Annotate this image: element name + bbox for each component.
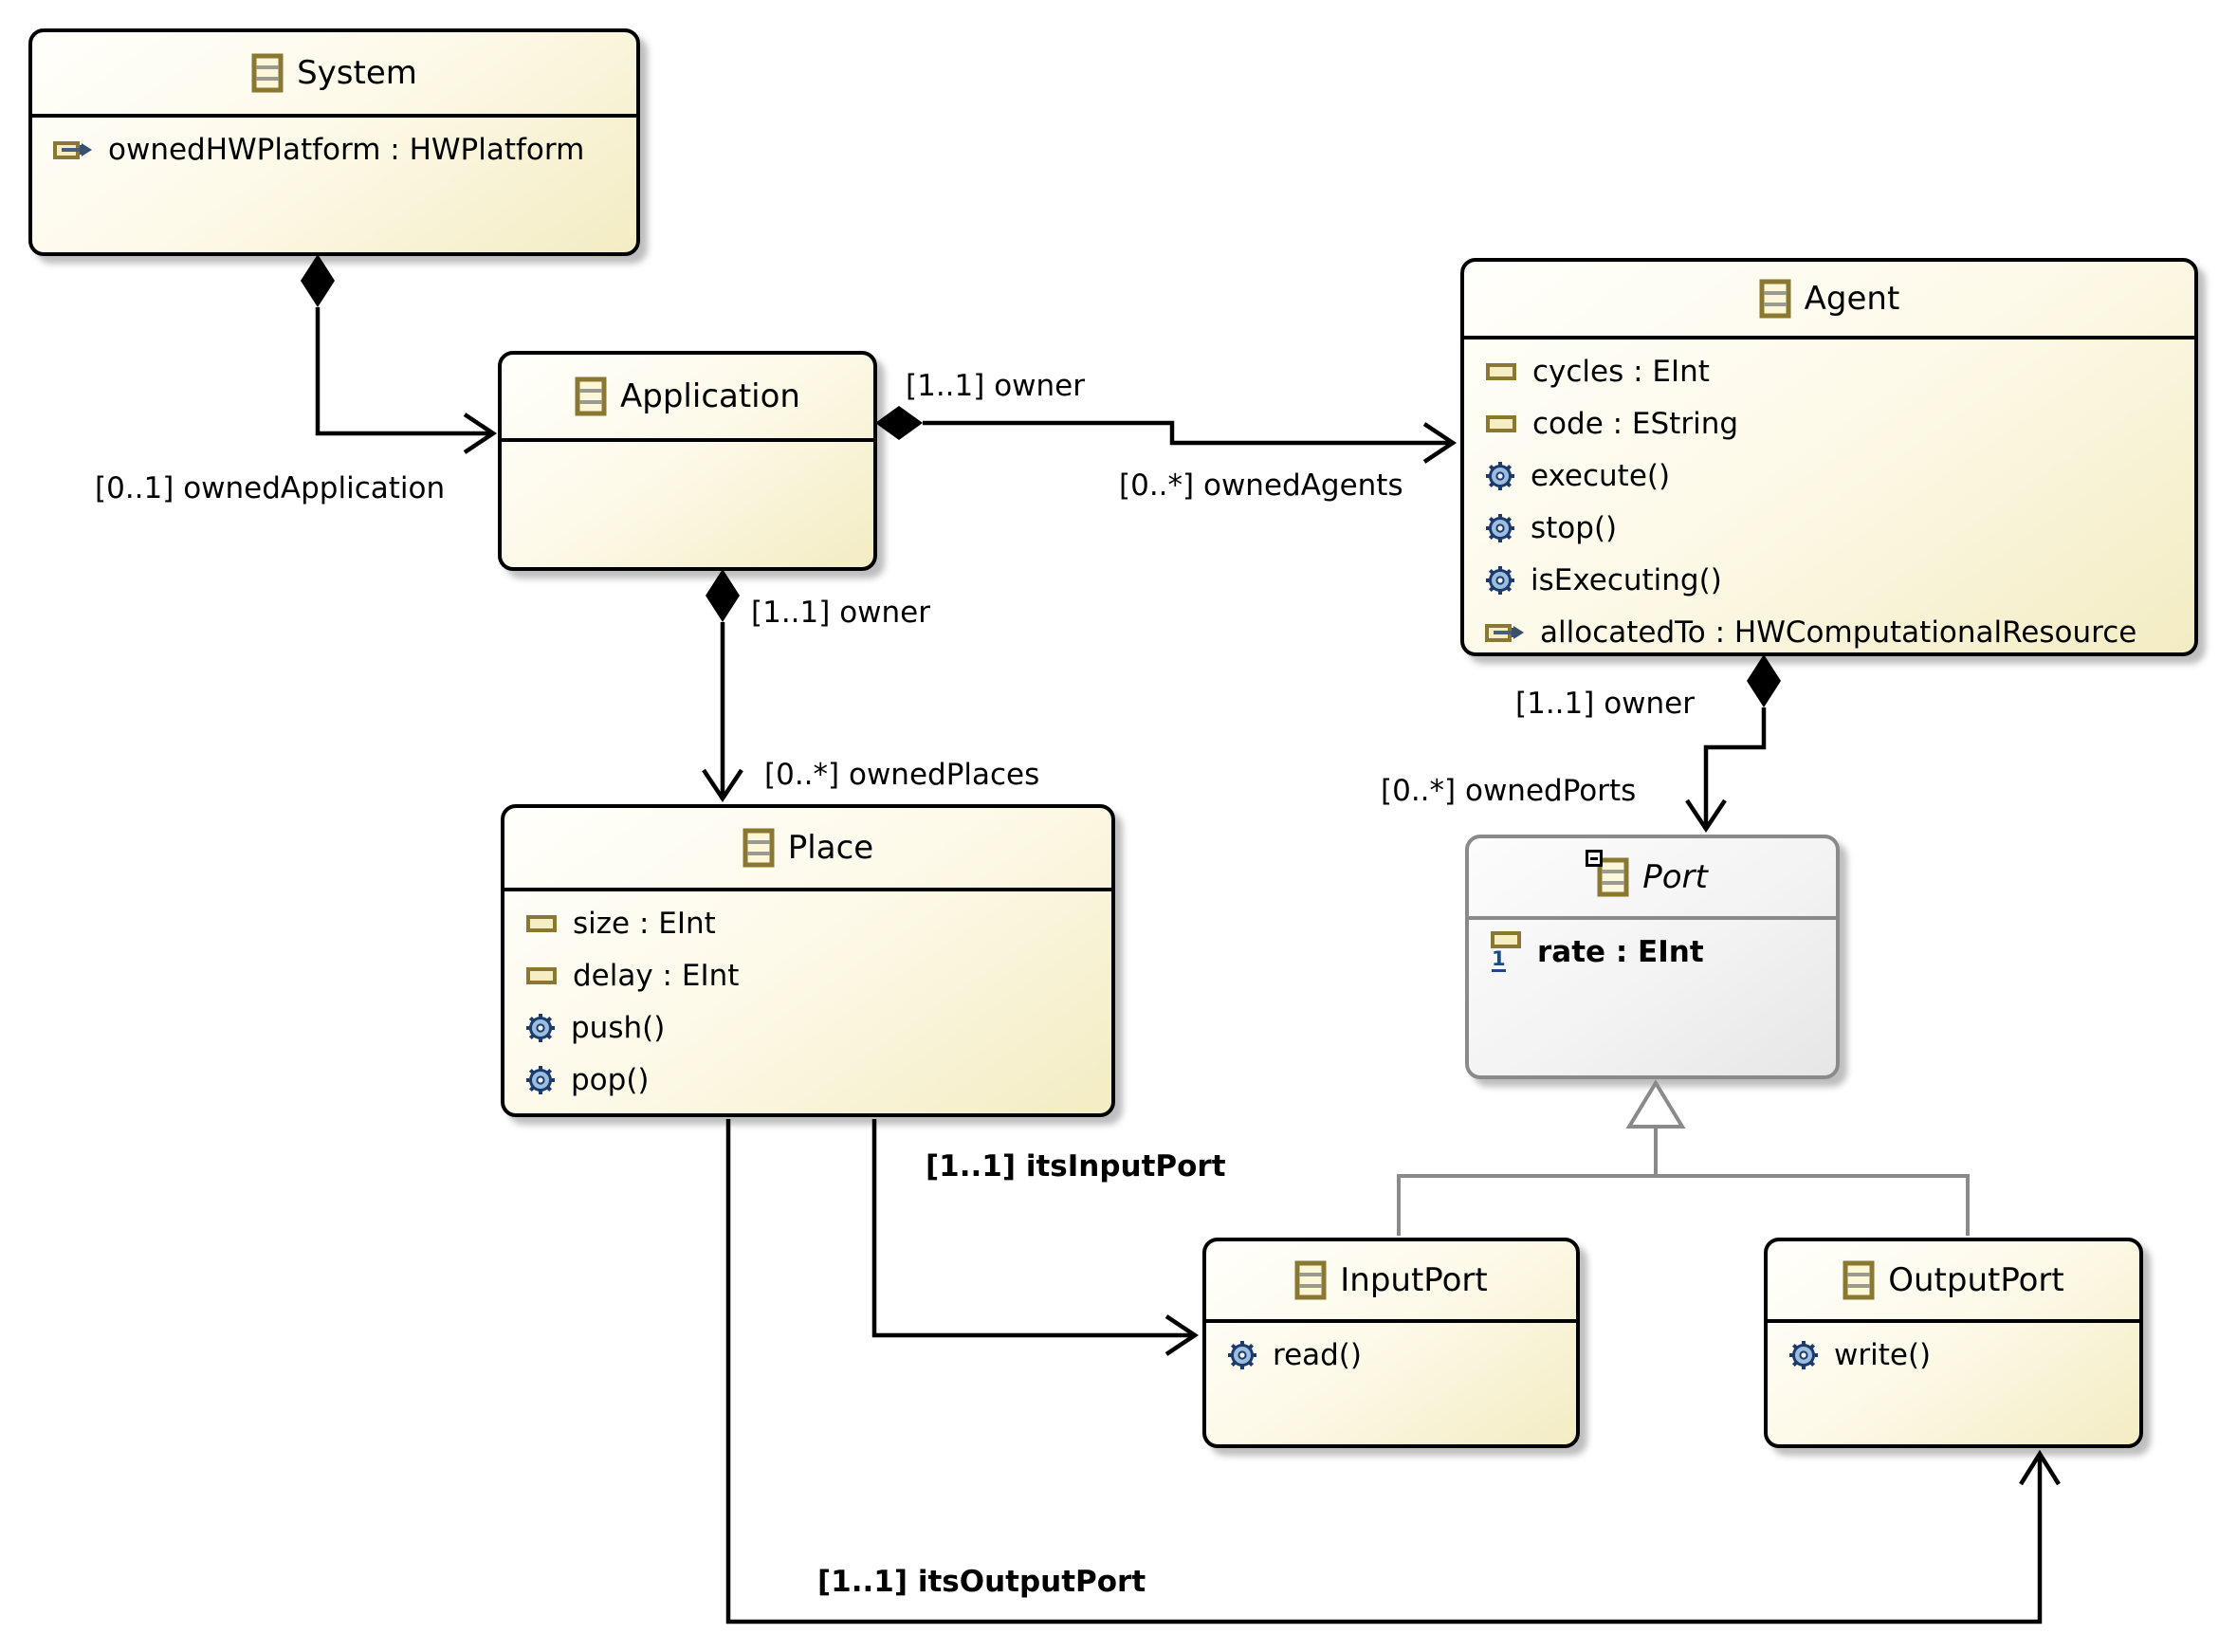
label-ownedAgents-owner[interactable]: [1..1] owner	[906, 369, 1085, 403]
abstract-badge-icon	[1586, 850, 1604, 867]
reference-icon	[1485, 621, 1525, 644]
edge-ownedPorts[interactable]	[1685, 654, 1781, 834]
operation-gear-icon	[1485, 565, 1515, 596]
member-label: ownedHWPlatform : HWPlatform	[108, 132, 585, 167]
member-label: cycles : EInt	[1532, 354, 1710, 389]
label-ownedPorts-owner[interactable]: [1..1] owner	[1515, 687, 1695, 721]
attribute-icon	[525, 965, 558, 986]
member-isExecuting[interactable]: isExecuting()	[1464, 554, 2194, 606]
operation-gear-icon	[525, 1065, 556, 1095]
member-push[interactable]: push()	[504, 1001, 1111, 1054]
class-title: Port	[1642, 858, 1708, 896]
member-label: delay : EInt	[573, 958, 740, 993]
label-ownedPlaces-owner[interactable]: [1..1] owner	[751, 596, 930, 630]
label-itsInputPort[interactable]: [1..1] itsInputPort	[926, 1149, 1226, 1184]
label-ownedPorts[interactable]: [0..*] ownedPorts	[1381, 774, 1637, 808]
operation-gear-icon	[1788, 1340, 1819, 1370]
class-application-body	[502, 442, 873, 448]
operation-gear-icon	[525, 1013, 556, 1043]
member-execute[interactable]: execute()	[1464, 450, 2194, 502]
class-place-header: Place	[504, 808, 1111, 891]
class-port[interactable]: Port 1 rate : EInt	[1465, 835, 1840, 1079]
member-label: read()	[1273, 1337, 1362, 1372]
class-application-header: Application	[502, 355, 873, 442]
label-ownedAgents[interactable]: [0..*] ownedAgents	[1119, 468, 1403, 503]
member-size[interactable]: size : EInt	[504, 897, 1111, 949]
attribute-icon	[525, 913, 558, 934]
member-write[interactable]: write()	[1768, 1329, 2139, 1381]
class-outputport[interactable]: OutputPort write()	[1764, 1238, 2143, 1448]
class-icon	[743, 828, 775, 868]
class-icon	[1759, 279, 1791, 319]
member-label: rate : EInt	[1537, 934, 1704, 969]
member-ownedHWPlatform[interactable]: ownedHWPlatform : HWPlatform	[32, 123, 636, 175]
member-label: execute()	[1531, 458, 1671, 493]
edge-ownedPlaces[interactable]	[702, 569, 743, 803]
class-inputport[interactable]: InputPort read()	[1202, 1238, 1580, 1448]
member-label: size : EInt	[573, 906, 716, 941]
member-label: isExecuting()	[1531, 562, 1722, 597]
member-stop[interactable]: stop()	[1464, 502, 2194, 554]
label-ownedPlaces[interactable]: [0..*] ownedPlaces	[764, 758, 1040, 792]
edge-ownedAgents[interactable]	[875, 406, 1458, 464]
member-label: allocatedTo : HWComputationalResource	[1540, 615, 2137, 650]
class-title: System	[297, 54, 417, 92]
class-inputport-header: InputPort	[1206, 1241, 1576, 1323]
attribute-icon	[1485, 413, 1517, 434]
member-rate[interactable]: 1 rate : EInt	[1469, 926, 1836, 978]
class-title: OutputPort	[1888, 1261, 2064, 1299]
edge-ownedApplication[interactable]	[301, 254, 498, 454]
class-outputport-header: OutputPort	[1768, 1241, 2139, 1323]
class-agent[interactable]: Agent cycles : EInt code : EString execu…	[1460, 258, 2198, 656]
attribute-required-icon: 1	[1490, 931, 1522, 972]
reference-icon	[53, 138, 93, 161]
operation-gear-icon	[1485, 461, 1515, 491]
class-system-header: System	[32, 32, 636, 118]
class-title: Agent	[1804, 280, 1900, 318]
class-title: Place	[787, 829, 874, 867]
operation-gear-icon	[1485, 513, 1515, 543]
class-system[interactable]: System ownedHWPlatform : HWPlatform	[28, 28, 640, 256]
class-agent-header: Agent	[1464, 262, 2194, 340]
class-icon	[1843, 1260, 1875, 1300]
class-place[interactable]: Place size : EInt delay : EInt push() po…	[501, 804, 1115, 1117]
abstract-class-icon	[1586, 850, 1629, 897]
class-title: Application	[620, 377, 800, 415]
class-icon	[1294, 1260, 1327, 1300]
class-title: InputPort	[1340, 1261, 1488, 1299]
class-port-header: Port	[1469, 838, 1836, 920]
member-label: stop()	[1531, 510, 1618, 545]
class-icon	[251, 53, 284, 93]
member-label: code : EString	[1532, 406, 1739, 441]
member-label: pop()	[571, 1062, 650, 1097]
member-code[interactable]: code : EString	[1464, 397, 2194, 450]
label-itsOutputPort[interactable]: [1..1] itsOutputPort	[817, 1565, 1146, 1599]
edge-generalization-ports[interactable]	[1397, 1079, 1970, 1236]
attribute-icon	[1485, 361, 1517, 382]
label-ownedApplication[interactable]: [0..1] ownedApplication	[95, 471, 446, 505]
member-cycles[interactable]: cycles : EInt	[1464, 345, 2194, 397]
member-allocatedTo[interactable]: allocatedTo : HWComputationalResource	[1464, 606, 2194, 652]
member-label: push()	[571, 1010, 666, 1045]
member-label: write()	[1834, 1337, 1932, 1372]
class-icon	[575, 376, 607, 416]
class-application[interactable]: Application	[498, 351, 877, 571]
operation-gear-icon	[1227, 1340, 1257, 1370]
member-pop[interactable]: pop()	[504, 1054, 1111, 1106]
member-read[interactable]: read()	[1206, 1329, 1576, 1381]
multiplicity-marker: 1	[1492, 947, 1506, 972]
member-delay[interactable]: delay : EInt	[504, 949, 1111, 1001]
